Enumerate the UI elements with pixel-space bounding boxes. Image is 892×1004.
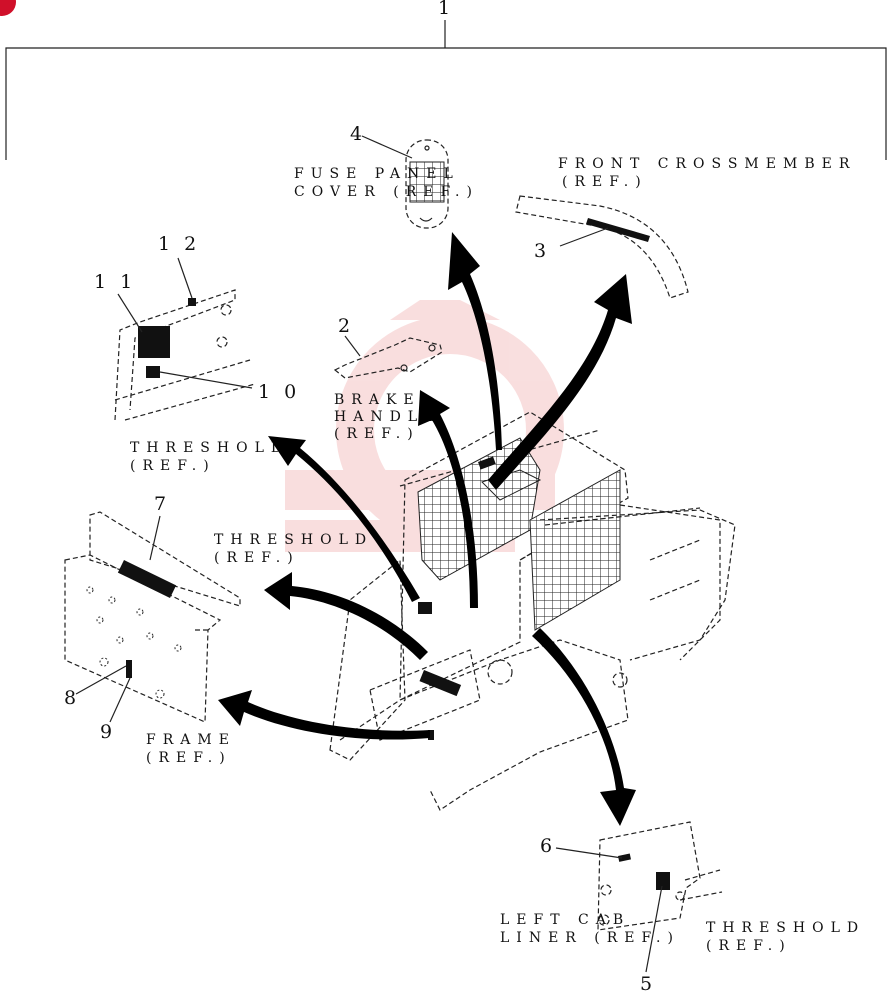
- label-fuse-panel-1: FUSE PANEL: [294, 166, 460, 182]
- callout-7: 7: [154, 493, 170, 515]
- label-brake-handle-1: BRAKE: [334, 392, 421, 408]
- arrow-to-brake-handle: [418, 390, 478, 608]
- label-threshold-a-1: THRESHOLD: [130, 440, 289, 456]
- leader-7: [149, 515, 161, 561]
- label-threshold-b-2: (REF.): [214, 550, 300, 566]
- leader-10: [159, 371, 253, 389]
- threshold-upper-left: [114, 289, 256, 421]
- leader-9: [109, 677, 131, 723]
- assembly-bracket: [5, 20, 887, 160]
- callout-5: 5: [640, 973, 656, 995]
- label-front-crossmember-2: (REF.): [562, 174, 648, 190]
- brake-handle: [333, 337, 443, 379]
- arrow-to-threshold-b: [264, 572, 428, 660]
- leader-5: [645, 885, 663, 973]
- callout-3: 3: [534, 240, 550, 262]
- leader-6: [555, 847, 623, 859]
- fuse-panel-cover: [405, 139, 449, 229]
- callout-11: 1 1: [94, 271, 136, 293]
- arrow-to-threshold-a: [268, 436, 420, 602]
- label-threshold-b-1: THRESHOLD: [214, 532, 373, 548]
- callout-2: 2: [338, 315, 354, 337]
- label-brake-handle-3: (REF.): [334, 426, 420, 442]
- callout-10: 1 0: [258, 381, 300, 403]
- label-frame-2: (REF.): [146, 750, 232, 766]
- leader-11: [117, 293, 143, 333]
- callout-9: 9: [100, 721, 116, 743]
- reference-arrows: [218, 232, 636, 826]
- arrow-to-crossmember: [488, 274, 632, 490]
- label-left-cab-liner-2: LINER (REF.): [500, 930, 680, 946]
- callout-12: 1 2: [158, 233, 200, 255]
- leader-12: [177, 257, 193, 299]
- leader-8: [75, 665, 127, 695]
- label-threshold-a-2: (REF.): [130, 458, 216, 474]
- arrow-to-frame: [218, 690, 430, 740]
- label-brake-handle-2: HANDLE: [334, 409, 441, 425]
- leader-2: [344, 335, 361, 357]
- callout-1: 1: [438, 0, 454, 19]
- corner-badge-icon: [0, 0, 16, 16]
- leader-4: [361, 135, 413, 159]
- arrow-to-fuse-panel: [448, 232, 502, 450]
- front-crossmember: [515, 195, 689, 299]
- label-left-cab-liner-1: LEFT CAB: [500, 912, 630, 928]
- label-fuse-panel-2: COVER (REF.): [294, 184, 479, 200]
- label-threshold-c-1: THRESHOLD: [706, 920, 865, 936]
- label-front-crossmember-1: FRONT CROSSMEMBER: [558, 156, 856, 172]
- arrow-to-cab-liner: [532, 628, 636, 826]
- label-threshold-c-2: (REF.): [706, 938, 792, 954]
- callout-6: 6: [540, 835, 556, 857]
- label-frame-1: FRAME: [146, 732, 236, 748]
- callout-8: 8: [64, 687, 80, 709]
- frame-panel: [64, 511, 241, 723]
- left-cab-liner: [597, 821, 723, 931]
- leader-3: [559, 227, 609, 247]
- callout-4: 4: [350, 123, 366, 145]
